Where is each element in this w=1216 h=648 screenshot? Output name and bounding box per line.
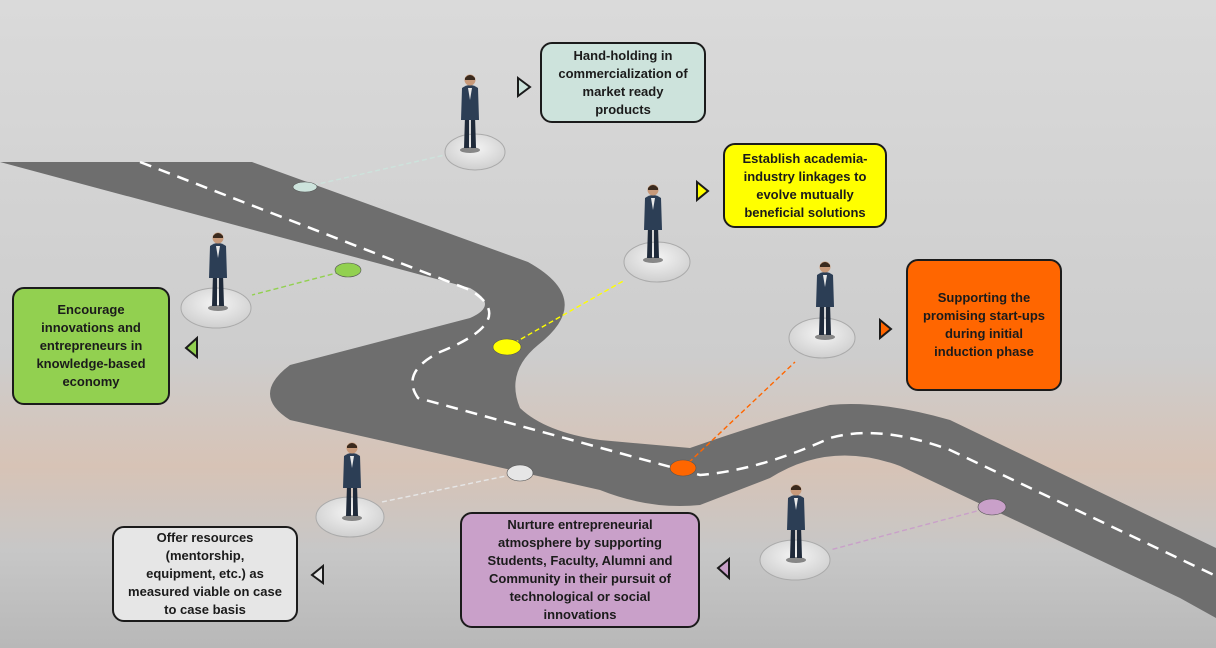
pointer-startups [879,317,893,341]
figure-group-hand [444,74,506,171]
figure-group-nurture [759,484,831,581]
pointer-nurture [716,556,730,581]
milestone-resources [506,464,534,482]
connectors [251,154,993,551]
connector-startups [682,361,796,469]
pointer-hand [517,76,532,98]
step-box-resources: Offer resources (mentorship, equipment, … [112,526,298,622]
figure-group-startups [788,261,856,359]
pointers [184,76,893,585]
connector-nurture [829,506,993,551]
connector-encourage [251,269,349,296]
milestone-nurture [977,498,1007,516]
step-box-encourage: Encourage innovations and entrepreneurs … [12,287,170,405]
milestone-academia [492,338,522,356]
milestones [292,181,1007,516]
figure-group-academia [623,184,691,283]
road-centerline [139,160,1216,578]
step-box-academia: Establish academia- industry linkages to… [723,143,887,228]
milestone-hand [292,181,318,193]
connector-academia [506,279,626,348]
pointer-resources [310,563,324,585]
figure-group-encourage [180,232,252,329]
pointer-encourage [184,335,198,360]
milestone-startups [669,459,697,477]
step-box-nurture: Nurture entrepreneurial atmosphere by su… [460,512,700,628]
milestone-encourage [334,262,362,278]
step-box-startups: Supporting the promising start-ups durin… [906,259,1062,391]
figure-group-resources [315,442,385,538]
step-box-hand: Hand-holding in commercialization of mar… [540,42,706,123]
pointer-academia [696,179,710,203]
